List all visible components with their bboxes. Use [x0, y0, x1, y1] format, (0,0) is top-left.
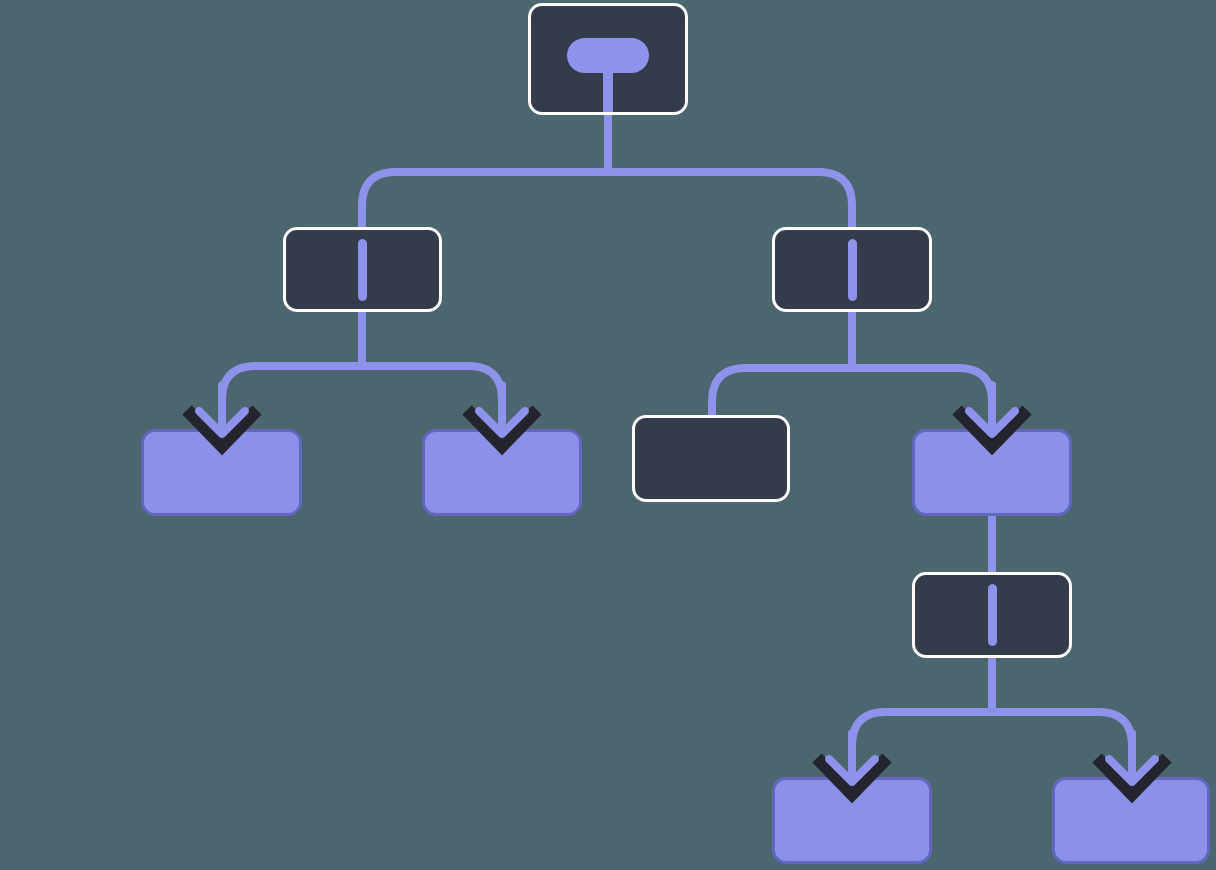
edge-branch-bottom-split — [848, 708, 1136, 762]
root-pill-icon — [531, 6, 685, 112]
node-purple-mid[interactable] — [912, 429, 1072, 516]
node-plain-dark[interactable] — [632, 415, 790, 502]
vertical-bar-icon — [847, 238, 857, 301]
edge-branch-left-split — [218, 362, 506, 414]
vertical-bar-icon — [358, 238, 367, 301]
node-root[interactable] — [528, 3, 688, 115]
node-leaf-left-1[interactable] — [141, 429, 302, 516]
edge-branch-right-split — [708, 364, 996, 416]
node-leaf-left-2[interactable] — [422, 429, 582, 516]
vertical-bar-icon — [987, 584, 997, 646]
node-branch-left[interactable] — [283, 227, 442, 312]
node-branch-bottom[interactable] — [912, 572, 1072, 658]
node-leaf-bottom-1[interactable] — [772, 777, 932, 864]
node-leaf-bottom-2[interactable] — [1052, 777, 1210, 864]
node-branch-right[interactable] — [772, 227, 932, 312]
edge-root-branch — [358, 168, 856, 227]
